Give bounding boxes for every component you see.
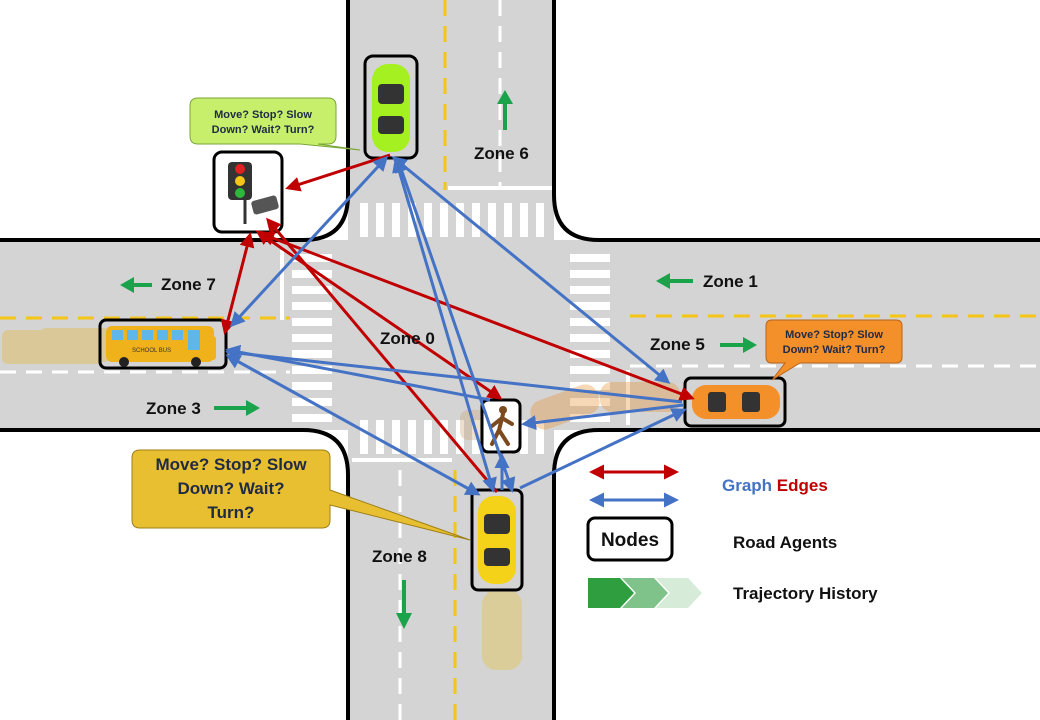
bubble-right-line2: Down? Wait? Turn? [783, 344, 886, 356]
zone-6-label: Zone 6 [474, 144, 529, 163]
school-bus-node[interactable]: SCHOOL BUS [98, 318, 228, 370]
bubble-bottom-line2: Down? Wait? [177, 479, 284, 498]
legend-road-agents: Road Agents [733, 533, 837, 552]
bubble-bottom-gold: Move? Stop? Slow Down? Wait? Turn? [131, 449, 471, 541]
green-car-node[interactable] [363, 54, 419, 160]
zone-1-label: Zone 1 [703, 272, 758, 291]
legend-trajectory-icon [588, 578, 702, 608]
legend-nodes-box [586, 516, 674, 562]
zone-5-label: Zone 5 [650, 335, 705, 354]
pedestrian-node[interactable] [480, 398, 522, 454]
zone8-arrow-icon [396, 580, 412, 629]
legend-graph-edges: Graph Edges [722, 476, 828, 495]
bubble-top-line2: Down? Wait? Turn? [212, 124, 315, 136]
zone3-arrow-icon [214, 400, 260, 416]
legend-trajectory-history: Trajectory History [733, 584, 878, 603]
bubble-bottom-line3: Turn? [208, 503, 255, 522]
bubble-bottom-line1: Move? Stop? Slow [155, 455, 307, 474]
legend-edges-word: Edges [777, 476, 828, 495]
bubble-right-orange: Move? Stop? Slow Down? Wait? Turn? [765, 319, 903, 381]
zone-0-label: Zone 0 [380, 329, 435, 348]
bubble-right-line1: Move? Stop? Slow [785, 329, 883, 341]
zone-arrows [120, 90, 757, 629]
orange-car-node[interactable] [683, 376, 787, 428]
legend-graph-word: Graph [722, 476, 772, 495]
zone-8-label: Zone 8 [372, 547, 427, 566]
legend: Graph Edges Nodes Road Agents Trajectory… [586, 464, 878, 608]
blue-edges [225, 155, 687, 496]
yellow-car-node[interactable] [470, 488, 524, 592]
bubble-top-green: Move? Stop? Slow Down? Wait? Turn? [189, 97, 361, 151]
zone-3-label: Zone 3 [146, 399, 201, 418]
zone-7-label: Zone 7 [161, 275, 216, 294]
bubble-top-line1: Move? Stop? Slow [214, 109, 312, 121]
zone7-arrow-icon [120, 277, 152, 293]
legend-nodes-label: Nodes [601, 530, 659, 551]
zone6-arrow-icon [497, 90, 513, 130]
traffic-light-node[interactable] [212, 150, 284, 234]
zone1-arrow-icon [656, 273, 693, 289]
zone5-arrow-icon [720, 337, 757, 353]
bus-label: SCHOOL BUS [132, 348, 171, 354]
